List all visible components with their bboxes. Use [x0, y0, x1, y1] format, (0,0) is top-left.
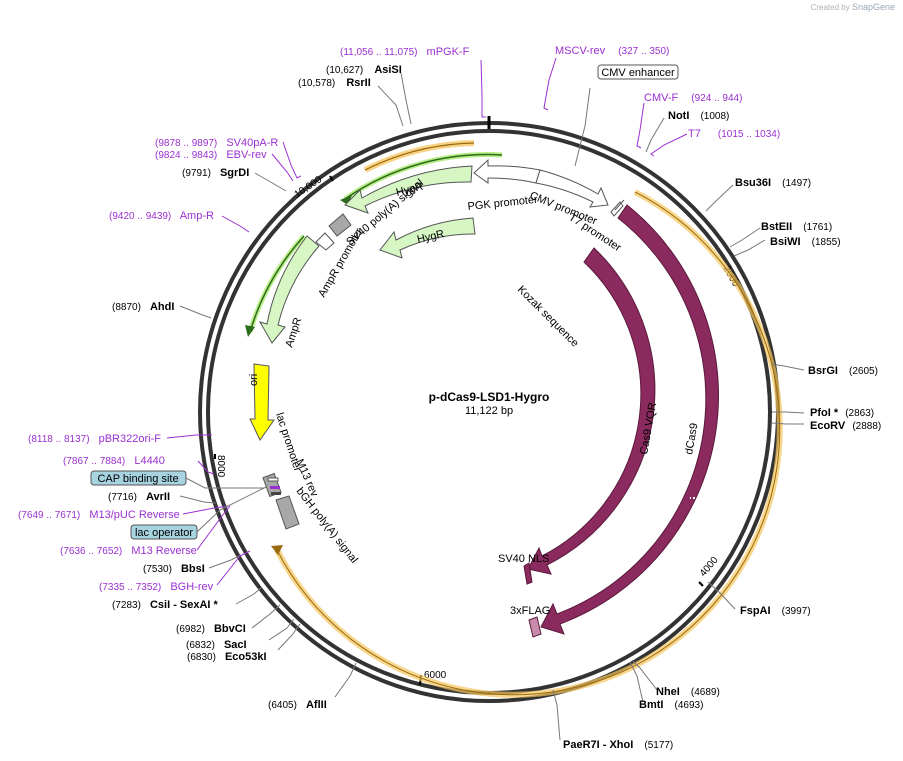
cmv-enhancer-label: CMV enhancer — [601, 67, 675, 79]
primer-connectors — [166, 57, 688, 586]
site-nhei: NheI (4689) — [656, 686, 720, 698]
site-ahdi: (8870) AhdI — [112, 301, 174, 313]
site-pfoi: PfoI * (2863) — [810, 407, 874, 419]
ampr-arrow — [258, 235, 320, 344]
primer-pbr322: (8118 .. 8137) pBR322ori-F — [28, 433, 161, 445]
site-bbvci: (6982) BbvCI — [176, 623, 246, 635]
site-sgrdi: (9791) SgrDI — [182, 167, 249, 179]
cas9-vqr-arrow — [527, 247, 656, 575]
cap-binding-label: CAP binding site — [97, 473, 178, 485]
snapgene-watermark: Created by SnapGene — [810, 2, 895, 12]
tick-label-8000: 8000 — [215, 455, 226, 478]
site-avrii: (7716) AvrII — [108, 491, 170, 503]
site-connectors — [179, 72, 805, 741]
dcas9-glow-arrowhead — [271, 545, 283, 555]
dcas9-label: dCas9 — [683, 422, 700, 455]
site-ecorv: EcoRV (2888) — [810, 420, 881, 432]
flag-marker — [528, 616, 542, 638]
cmv-promoter-arrow — [535, 169, 609, 208]
bgh-polya-box — [275, 495, 300, 530]
pgk-promoter-label: PGK promoter — [467, 194, 539, 213]
site-bmti: BmtI (4693) — [639, 699, 703, 711]
dcas9-arrow — [540, 204, 719, 635]
ori-arrow — [249, 363, 275, 441]
cmv-enhancer-box — [597, 64, 679, 80]
primer-sv40par: (9878 .. 9897) SV40pA-R — [155, 137, 278, 149]
primer-l4440: (7867 .. 7884) L4440 — [63, 455, 165, 467]
site-saci: (6832) SacI — [186, 639, 247, 651]
primer-bghrev: (7335 .. 7352) BGH-rev — [99, 581, 214, 593]
site-rsrii: (10,578) RsrII — [298, 77, 371, 89]
primer-cmvf: CMV-F (924 .. 944) — [644, 92, 742, 104]
primer-ampr: (9420 .. 9439) Amp-R — [109, 210, 214, 222]
sv40-nls-marker — [523, 562, 533, 585]
primer-m13rev: (7636 .. 7652) M13 Reverse — [60, 545, 197, 557]
plasmid-name: p-dCas9-LSD1-Hygro — [429, 390, 550, 404]
sv40-nls-label: SV40 NLS — [498, 553, 549, 565]
lac-region — [262, 472, 282, 498]
site-afliii: (6405) AflII — [268, 699, 327, 711]
tick-label-6000: 6000 — [424, 670, 447, 681]
site-fspai: FspAI (3997) — [740, 605, 811, 617]
site-asisi: (10,627) AsiSI — [326, 64, 402, 76]
plasmid-size: 11,122 bp — [465, 405, 513, 417]
primer-m13puc: (7649 .. 7671) M13/pUC Reverse — [18, 509, 180, 521]
site-bsrgi: BsrGI (2605) — [808, 365, 878, 377]
kozak-label: Kozak sequence — [515, 284, 581, 350]
dcas9-glow-line — [276, 191, 781, 696]
sv40-polya-box — [328, 213, 352, 237]
site-bbsi: (7530) BbsI — [143, 563, 205, 575]
pgk-promoter-arrow — [473, 158, 541, 184]
lac-operator-label: lac operator — [135, 527, 193, 539]
bgh-polya-label: bGH poly(A) signal — [294, 485, 360, 565]
hygr-outer-arrow — [344, 165, 473, 214]
site-bsteii: BstEII (1761) — [761, 221, 832, 233]
ampr-label: AmpR — [283, 316, 304, 349]
site-bsiwi: BsiWI (1855) — [770, 236, 841, 248]
hygr-inner-arrow — [379, 217, 476, 259]
primer-t7: T7 (1015 .. 1034) — [688, 128, 780, 140]
primer-mscvrev: MSCV-rev (327 .. 350) — [555, 45, 669, 57]
t7-small-marks — [610, 199, 625, 217]
primer-ebvrev: (9824 .. 9843) EBV-rev — [155, 149, 267, 161]
site-paer7i: PaeR7I - XhoI (5177) — [563, 739, 673, 751]
site-bsu36i: Bsu36I (1497) — [735, 177, 811, 189]
site-csii: (7283) CsiI - SexAI * — [112, 599, 219, 611]
ori-label: ori — [248, 374, 260, 386]
ampr-promoter-arrow — [315, 232, 335, 251]
site-noti: NotI (1008) — [668, 110, 729, 122]
flag-label: 3xFLAG — [510, 605, 550, 617]
site-eco53ki: (6830) Eco53kI — [187, 651, 267, 663]
primer-mpgkf: (11,056 .. 11,075) mPGK-F — [340, 46, 470, 58]
box-connectors — [185, 477, 267, 533]
